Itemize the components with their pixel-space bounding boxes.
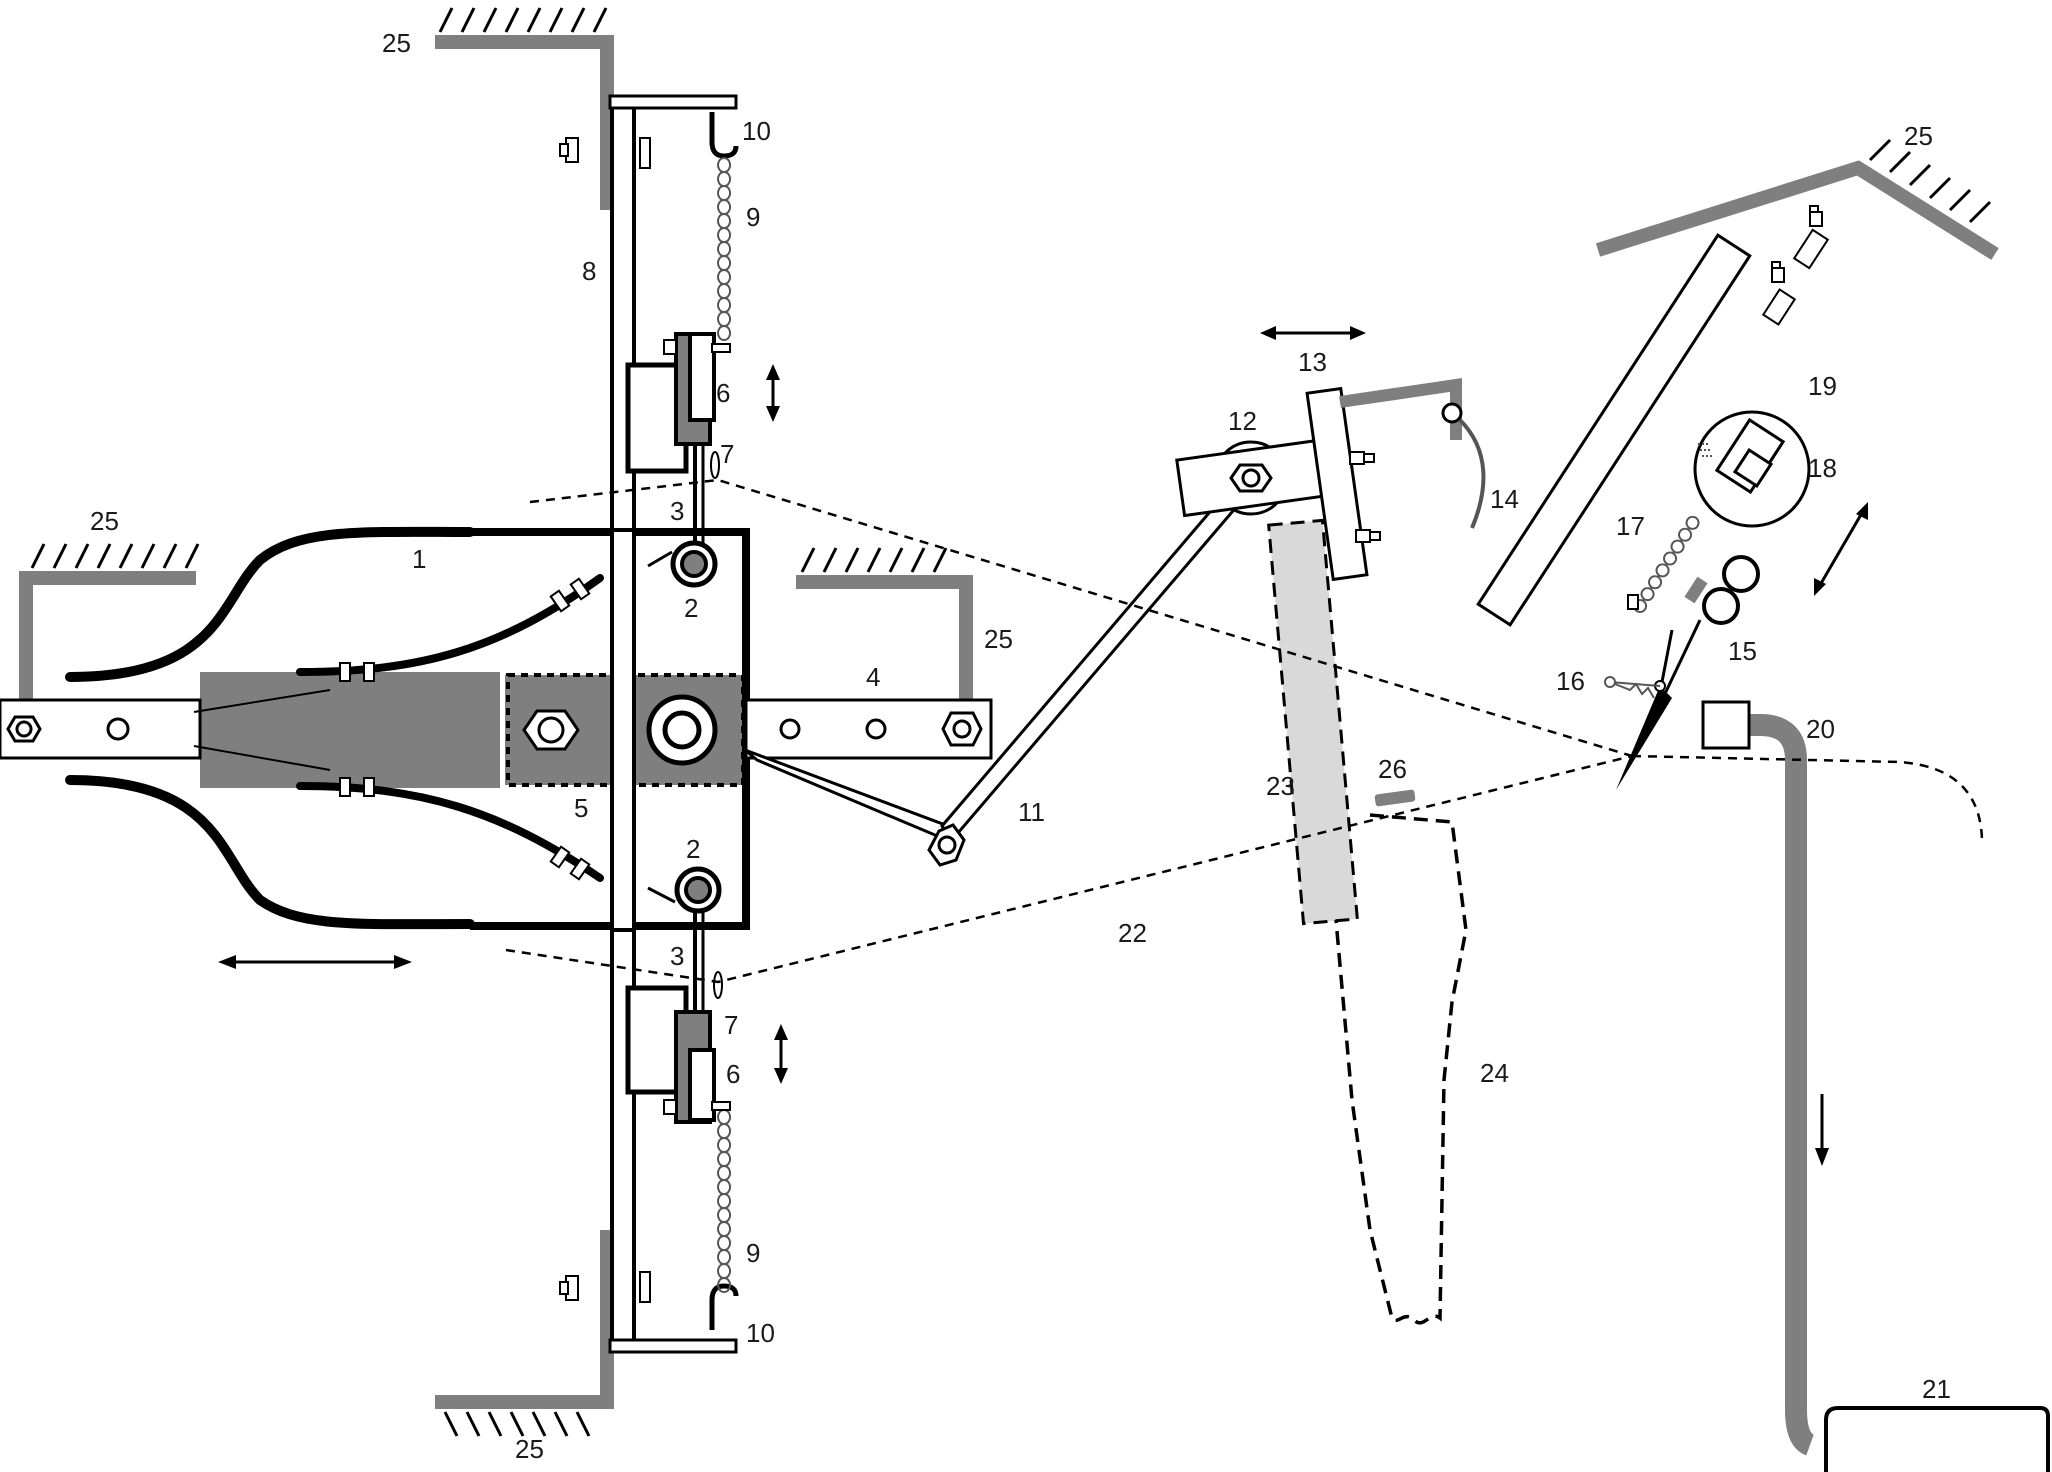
- spring-bottom: [717, 1109, 732, 1293]
- fixed-support-top: [435, 7, 614, 210]
- label-25-top: 25: [382, 28, 411, 58]
- label-22: 22: [1118, 918, 1147, 948]
- label-20: 20: [1806, 714, 1835, 744]
- hook-bottom: [709, 1283, 739, 1330]
- label-16: 16: [1556, 666, 1585, 696]
- pivot-12: [1175, 438, 1327, 518]
- fixed-support-left: [19, 543, 200, 705]
- label-4: 4: [866, 662, 880, 692]
- label-10-top: 10: [742, 116, 771, 146]
- pulley-bottom: [674, 866, 722, 914]
- label-25-right: 25: [1904, 121, 1933, 151]
- label-25-mid: 25: [984, 624, 1013, 654]
- label-2-bottom: 2: [686, 834, 700, 864]
- connecting-rod: [744, 483, 1247, 867]
- chute-20: [1701, 700, 1815, 1456]
- links-3: [647, 550, 676, 904]
- label-23: 23: [1266, 771, 1295, 801]
- label-3-bottom: 3: [670, 941, 684, 971]
- fixed-support-right: [1595, 138, 1999, 260]
- arrow-down-icon: [1815, 1094, 1829, 1166]
- slider-bottom: [625, 892, 731, 1124]
- right-bar: [744, 698, 993, 760]
- pulley-top: [670, 540, 718, 588]
- arm-19: [1476, 205, 1830, 627]
- finger-left-lower: [65, 775, 604, 930]
- arrow-top-vertical-icon: [766, 364, 780, 422]
- container-21: [1824, 1406, 2050, 1472]
- label-6-bottom: 6: [726, 1059, 740, 1089]
- disc-18: [1693, 410, 1811, 528]
- bar-23: [1267, 518, 1468, 1325]
- arrow-18-diagonal-icon: [1814, 502, 1868, 596]
- tip-15: [1604, 619, 1702, 790]
- left-plate: [0, 672, 500, 788]
- arrow-13-horizontal-icon: [1260, 326, 1366, 340]
- spring-top: [717, 157, 732, 341]
- label-18: 18: [1808, 453, 1837, 483]
- label-6-top: 6: [716, 378, 730, 408]
- fixed-support-bottom: [435, 1230, 614, 1437]
- label-26: 26: [1378, 754, 1407, 784]
- label-1: 1: [412, 544, 426, 574]
- dashed-lines: [505, 478, 1984, 984]
- label-25-bottom: 25: [515, 1434, 544, 1464]
- label-3-top: 3: [670, 496, 684, 526]
- spring-17: [1627, 515, 1700, 613]
- label-2-top: 2: [684, 593, 698, 623]
- label-5: 5: [574, 793, 588, 823]
- drive-hub: [522, 694, 718, 766]
- label-14: 14: [1490, 484, 1519, 514]
- hook-top: [709, 112, 739, 159]
- label-10-bottom: 10: [746, 1318, 775, 1348]
- label-9-bottom: 9: [746, 1238, 760, 1268]
- label-7-bottom: 7: [724, 1010, 738, 1040]
- label-21: 21: [1922, 1374, 1951, 1404]
- label-19: 19: [1808, 371, 1837, 401]
- labels: 1 2 2 3 3 4 5 6 6 7 7 8 9 9 10 10 11 12 …: [90, 28, 1951, 1464]
- label-11: 11: [1018, 797, 1045, 827]
- rollers: [1684, 555, 1760, 625]
- label-25-left: 25: [90, 506, 119, 536]
- label-17: 17: [1616, 511, 1645, 541]
- arrow-bottom-vertical-icon: [774, 1024, 788, 1084]
- fixed-support-mid: [796, 547, 973, 700]
- label-8: 8: [582, 256, 596, 286]
- label-7-top: 7: [720, 439, 734, 469]
- motion-arrows: [218, 326, 1868, 1166]
- arrow-left-horizontal-icon: [218, 955, 412, 969]
- label-12: 12: [1228, 406, 1257, 436]
- finger-left-upper: [65, 526, 604, 682]
- slider-13: [1305, 378, 1486, 582]
- label-15: 15: [1728, 636, 1757, 666]
- label-24: 24: [1480, 1058, 1509, 1088]
- label-13: 13: [1298, 347, 1327, 377]
- label-9-top: 9: [746, 202, 760, 232]
